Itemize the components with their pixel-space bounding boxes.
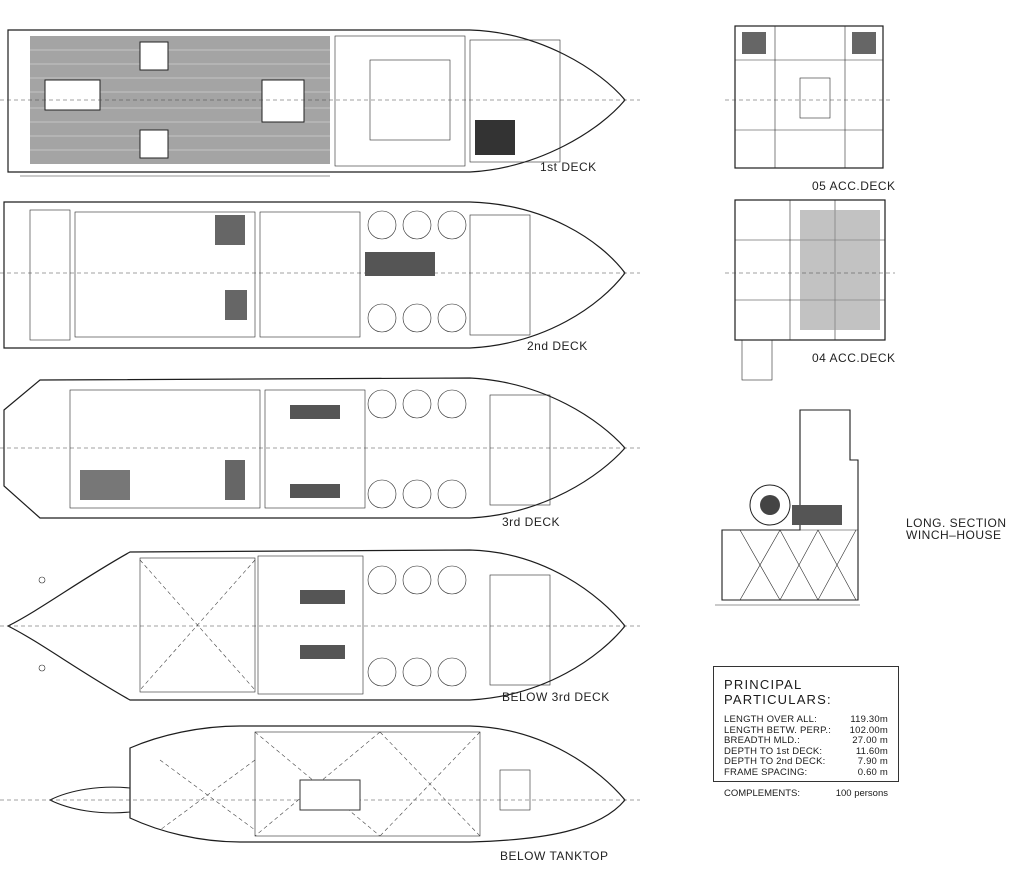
particulars-row: FRAME SPACING: 0.60 m	[724, 766, 888, 779]
particular-value: 27.00 m	[852, 735, 888, 746]
particular-value: 7.90 m	[857, 756, 888, 767]
particular-value: 102.00m	[849, 724, 888, 736]
particular-value: 119.30m	[850, 714, 888, 725]
long-section-label-line2: WINCH–HOUSE	[906, 528, 1002, 542]
particular-label: LENGTH BETW. PERP.:	[724, 724, 832, 736]
acc05-plan	[725, 25, 893, 169]
below-third-deck-plan	[0, 549, 640, 701]
third-deck-plan	[0, 377, 640, 519]
particulars-row: BREADTH MLD.: 27.00 m	[724, 735, 888, 747]
third-deck-label: 3rd DECK	[502, 515, 561, 529]
acc04-plan	[725, 199, 895, 381]
particulars-row: DEPTH TO 1st DECK: 11.60m	[724, 745, 888, 758]
second-deck-label: 2nd DECK	[527, 339, 588, 353]
particular-label: FRAME SPACING:	[724, 766, 808, 778]
below-third-deck-label: BELOW 3rd DECK	[502, 690, 610, 704]
particular-label: LENGTH OVER ALL:	[724, 714, 817, 725]
particulars-row: DEPTH TO 2nd DECK: 7.90 m	[724, 756, 888, 768]
first-deck-plan	[0, 29, 640, 177]
particular-label: BREADTH MLD.:	[724, 735, 800, 746]
particular-label: DEPTH TO 2nd DECK:	[724, 756, 826, 767]
below-tanktop-label: BELOW TANKTOP	[500, 849, 609, 863]
acc04-label: 04 ACC.DECK	[812, 351, 896, 365]
particular-value: 0.60 m	[857, 766, 888, 778]
particulars-row: LENGTH BETW. PERP.: 102.00m	[724, 724, 888, 737]
principal-particulars-title: PRINCIPAL PARTICULARS:	[724, 677, 832, 707]
below-tanktop-plan	[0, 725, 640, 843]
particular-value: 11.60m	[855, 745, 888, 757]
principal-particulars-box: PRINCIPAL PARTICULARS: LENGTH OVER ALL: …	[713, 666, 899, 799]
particular-label: DEPTH TO 1st DECK:	[724, 745, 823, 757]
particulars-row: LENGTH OVER ALL: 119.30m	[724, 714, 888, 726]
complements-label: COMPLEMENTS:	[724, 788, 801, 799]
complements-value: 100 persons	[835, 788, 888, 799]
winch-house-section	[715, 409, 860, 606]
complements-row: COMPLEMENTS: 100 persons	[724, 788, 888, 799]
acc05-label: 05 ACC.DECK	[812, 179, 896, 193]
first-deck-label: 1st DECK	[540, 160, 597, 174]
second-deck-plan	[0, 201, 640, 349]
long-section-label-line1: LONG. SECTION	[906, 516, 1007, 530]
